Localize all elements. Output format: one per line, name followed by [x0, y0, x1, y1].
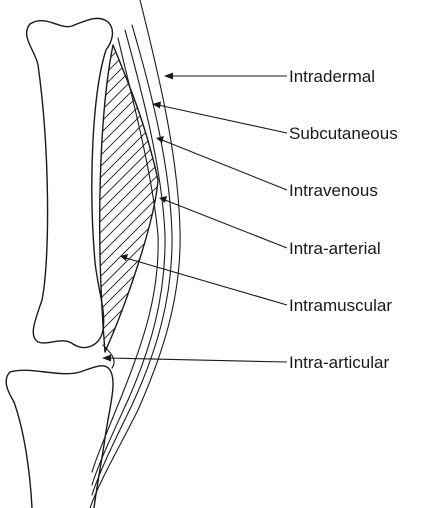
label-subcutaneous: Subcutaneous: [289, 124, 398, 143]
muscle-hatch-line: [90, 42, 170, 122]
muscle-hatch-line: [90, 0, 170, 67]
muscle-hatch-line: [90, 0, 170, 1]
lower-bone: [6, 366, 113, 508]
muscle-hatch-line: [90, 152, 170, 232]
label-intradermal: Intradermal: [289, 67, 375, 86]
label-intra-articular: Intra-articular: [289, 353, 389, 372]
muscle-hatch-line: [90, 350, 170, 430]
label-intramuscular: Intramuscular: [289, 296, 392, 315]
muscle-hatch-line: [90, 339, 170, 419]
muscle-hatch-line: [90, 31, 170, 111]
muscle-hatch-line: [90, 427, 170, 507]
muscle-hatch-line: [90, 394, 170, 474]
label-intravenous: Intravenous: [289, 181, 378, 200]
muscle-hatch-line: [90, 0, 170, 45]
muscle-hatch-line: [90, 0, 170, 34]
route-labels: Intradermal Subcutaneous Intravenous Int…: [289, 67, 398, 372]
muscle-hatch-line: [90, 317, 170, 397]
label-intra-arterial: Intra-arterial: [289, 239, 381, 258]
muscle-hatch-line: [90, 0, 170, 12]
muscle-hatch-line: [90, 438, 170, 508]
muscle-hatch-line: [90, 372, 170, 452]
subcutaneous-line: [92, 30, 165, 485]
leaders: [102, 73, 287, 363]
